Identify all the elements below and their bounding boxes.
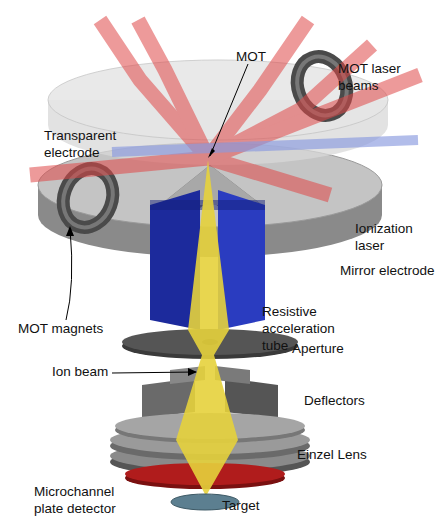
ion-beam <box>176 160 238 496</box>
part-label: Ion beam <box>52 363 122 380</box>
part-label: Target <box>222 497 282 514</box>
part-label: MOT <box>236 48 296 65</box>
part-label: MOT laser beams <box>338 60 418 94</box>
part-label: Einzel Lens <box>297 446 397 463</box>
laser-beam <box>30 20 420 195</box>
arrow-head <box>66 226 74 236</box>
part-label: MOT magnets <box>18 320 128 337</box>
part-label: Microchannel plate detector <box>34 483 144 517</box>
part-label: Ionization laser <box>355 220 435 254</box>
arrow-head <box>208 148 215 158</box>
part-label: Deflectors <box>304 392 394 409</box>
part-label: Mirror electrode <box>340 262 435 279</box>
part-label: Aperture <box>292 340 382 357</box>
ionization-laser <box>112 140 418 152</box>
arrow-head <box>188 368 197 376</box>
part-label: Transparent electrode <box>44 127 139 161</box>
